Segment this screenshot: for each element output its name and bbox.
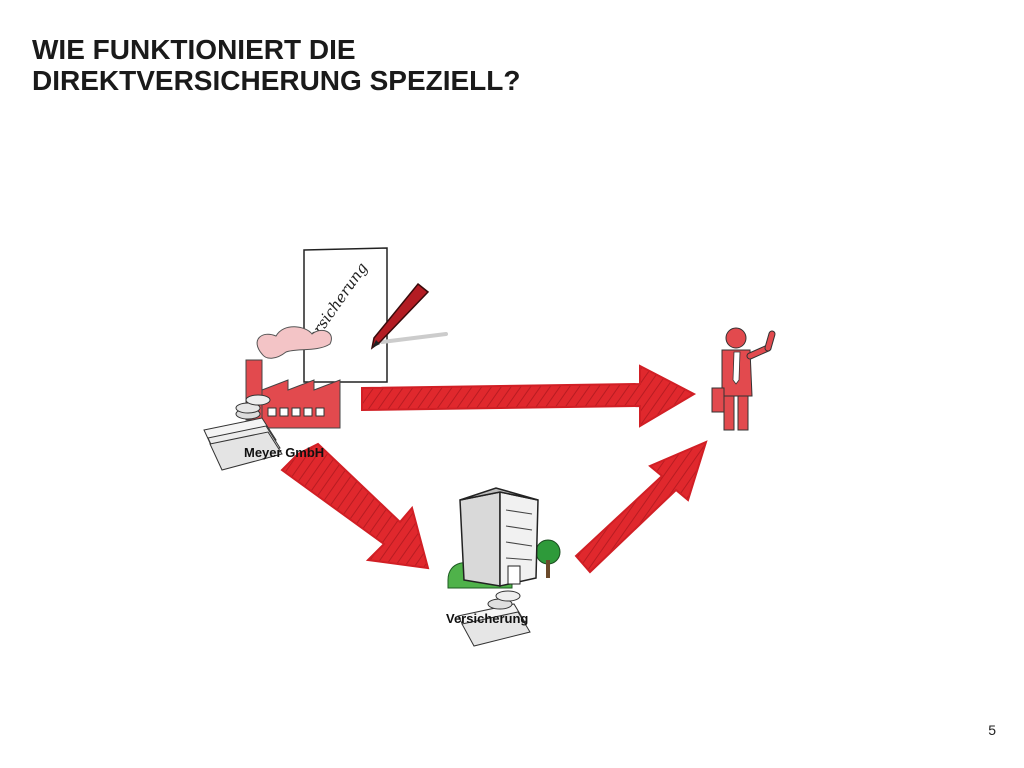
insurer-label: Versicherung <box>446 611 529 626</box>
page-number: 5 <box>988 722 996 738</box>
slide-title: WIE FUNKTIONIERT DIE DIREKTVERSICHERUNG … <box>32 34 520 96</box>
arrow-employer-to-employee <box>361 364 697 428</box>
arrow-employer-to-insurer <box>280 442 430 570</box>
employer-label: Meyer GmbH <box>244 445 325 460</box>
pen-icon <box>370 282 448 350</box>
employee-person-icon <box>711 327 776 431</box>
arrow-insurer-to-employee <box>574 440 708 574</box>
insurance-building-icon <box>447 487 561 589</box>
title-line-1: WIE FUNKTIONIERT DIE <box>32 34 356 65</box>
title-line-2: DIREKTVERSICHERUNG SPEZIELL? <box>32 65 521 96</box>
contract-document-icon: Versicherung <box>299 247 388 383</box>
money-stack-icon <box>203 394 283 471</box>
factory-icon <box>245 326 341 429</box>
money-stack-icon <box>457 590 531 647</box>
